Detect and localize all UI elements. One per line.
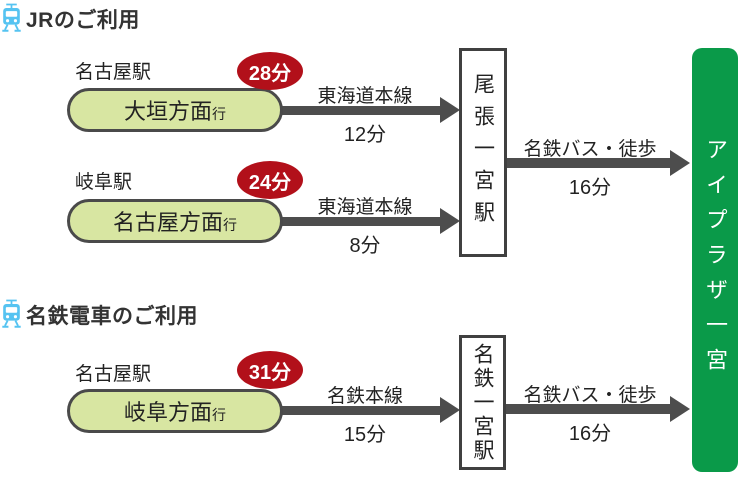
origin-station-label: 名古屋駅 [75, 364, 152, 385]
origin-station-label: 名古屋駅 [75, 62, 152, 83]
destination-box: アイプラザ一宮 [692, 48, 738, 472]
line-name-label: 名鉄本線 [326, 386, 403, 407]
direction-label: 大垣方面行 [123, 99, 226, 124]
travel-time-label: 15分 [343, 424, 387, 446]
train-direction-pill: 名古屋方面行 [67, 199, 283, 243]
train-icon [1, 3, 22, 34]
line-name-label: 東海道本線 [317, 197, 413, 218]
total-time-badge: 24分 [237, 161, 303, 199]
section-title-jr: JRのご利用 [26, 8, 140, 32]
arrow-head [440, 97, 460, 123]
bus-walk-time: 16分 [568, 177, 612, 199]
line-arrow-shaft [281, 217, 441, 226]
section-header-jr: JRのご利用 [1, 3, 140, 34]
transfer-station-box: 名鉄一宮駅 [459, 335, 506, 470]
train-direction-pill: 岐阜方面行 [67, 389, 283, 433]
bus-walk-arrow-shaft [504, 404, 672, 414]
section-header-meitetsu: 名鉄電車のご利用 [1, 299, 198, 330]
line-arrow-shaft [281, 106, 441, 115]
transfer-station-box: 尾張一宮駅 [459, 48, 507, 257]
train-direction-pill: 大垣方面行 [67, 88, 283, 132]
total-time-badge: 28分 [237, 52, 303, 90]
line-name-label: 東海道本線 [317, 86, 413, 107]
direction-label: 名古屋方面行 [112, 210, 237, 235]
travel-time-label: 12分 [343, 124, 387, 146]
arrow-head [670, 150, 690, 176]
bus-walk-time: 16分 [568, 423, 612, 445]
line-arrow-shaft [281, 406, 441, 415]
bus-walk-label: 名鉄バス・徒歩 [523, 385, 657, 406]
train-icon [1, 299, 22, 330]
travel-time-label: 8分 [349, 235, 381, 257]
direction-label: 岐阜方面行 [123, 400, 226, 425]
bus-walk-arrow-shaft [505, 158, 672, 168]
arrow-head [670, 396, 690, 422]
total-time-badge: 31分 [237, 351, 303, 389]
arrow-head [440, 397, 460, 423]
bus-walk-label: 名鉄バス・徒歩 [523, 139, 657, 160]
arrow-head [440, 208, 460, 234]
section-title-meitetsu: 名鉄電車のご利用 [26, 304, 198, 328]
origin-station-label: 岐阜駅 [75, 172, 133, 193]
